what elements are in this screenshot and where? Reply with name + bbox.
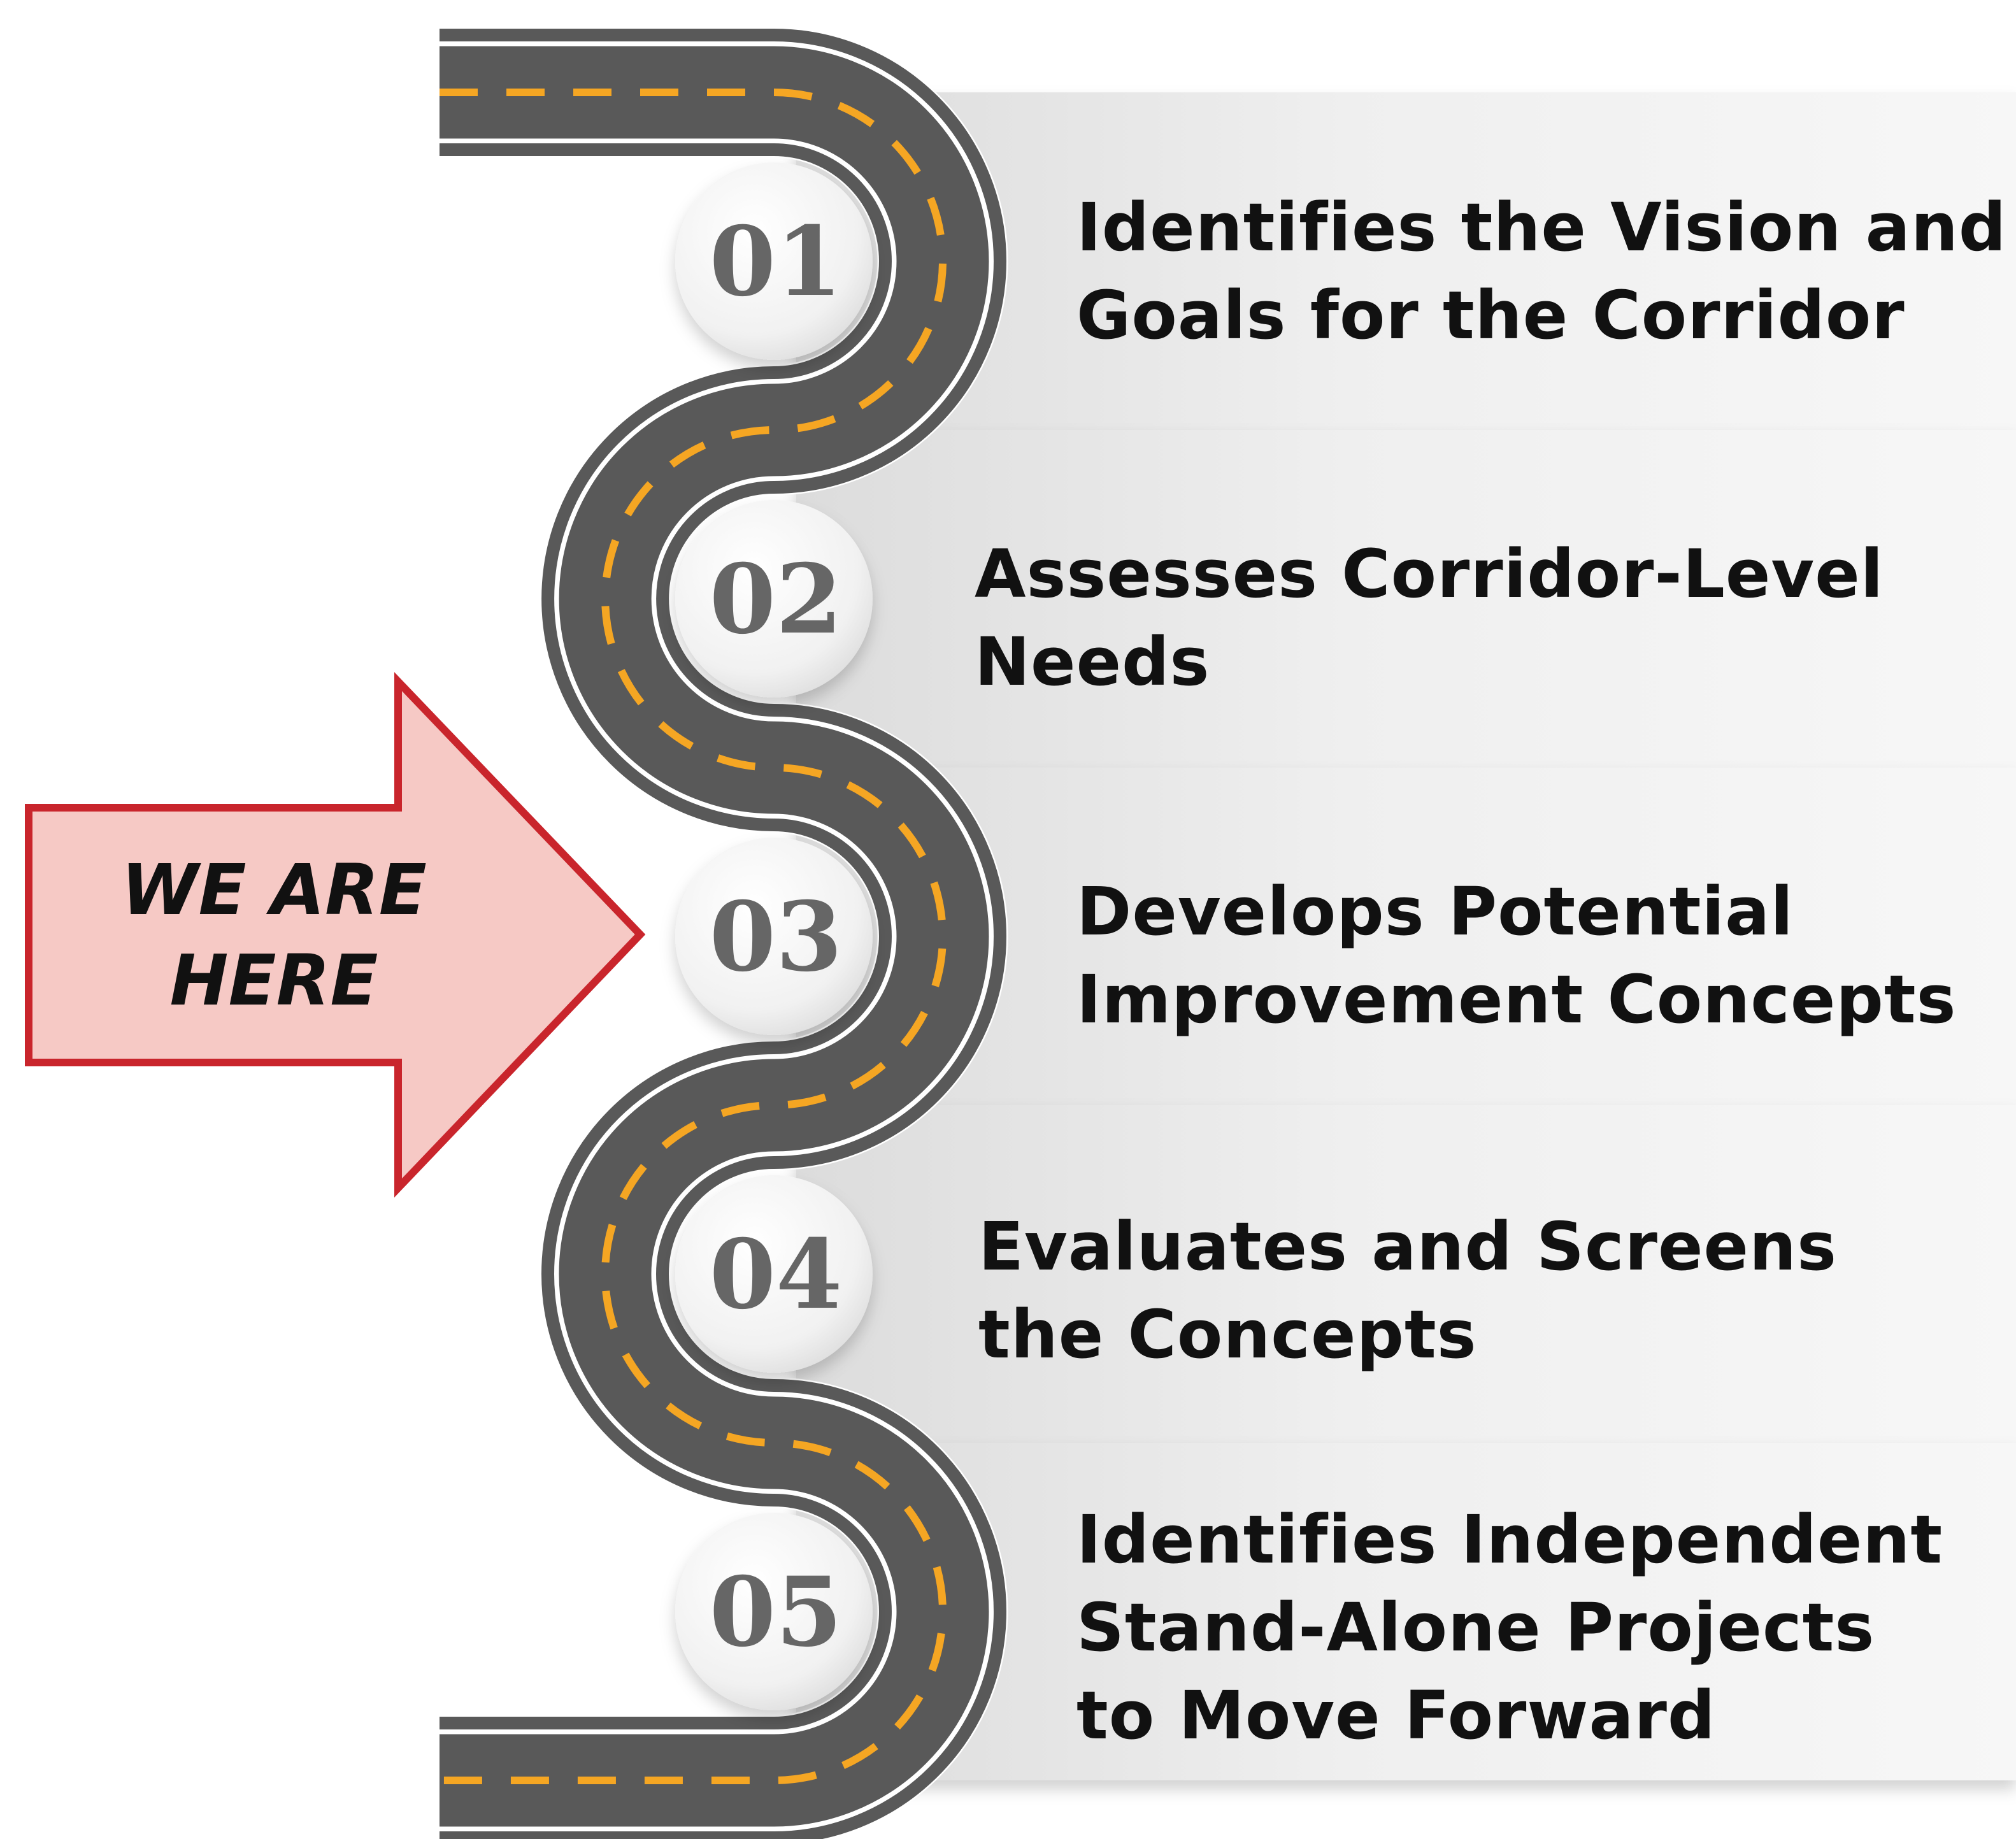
step-text-5: Identifies Independent Stand-Alone Proje… (1076, 1501, 1943, 1754)
step-text-4: Evaluates and Screens the Concepts (978, 1208, 1837, 1373)
step-number-3: 03 (710, 881, 843, 993)
step-text-2: Assesses Corridor-Level Needs (975, 535, 1884, 701)
step-marker-4: 04 (675, 1175, 873, 1373)
step-number-4: 04 (710, 1219, 843, 1331)
step-markers: 01 02 03 04 05 (675, 162, 873, 1710)
step-number-2: 02 (710, 543, 843, 655)
step-marker-1: 01 (675, 162, 873, 360)
lane-marking (440, 89, 947, 1784)
step-marker-2: 02 (675, 500, 873, 698)
right-arrow-icon (25, 672, 646, 1198)
we-are-here-label: WE ARE HERE (121, 849, 427, 1021)
winding-road-icon (440, 27, 1008, 1839)
step-text-3: Develops Potential Improvement Concepts (1076, 873, 1957, 1038)
step-panel-4 (796, 1105, 2016, 1443)
step-text-1: Identifies the Vision and Goals for the … (1076, 189, 2007, 354)
step-marker-5: 05 (675, 1513, 873, 1710)
step-number-5: 05 (710, 1556, 843, 1668)
step-panel-2 (796, 430, 2016, 768)
step-marker-3: 03 (675, 838, 873, 1035)
step-number-1: 01 (710, 206, 843, 318)
